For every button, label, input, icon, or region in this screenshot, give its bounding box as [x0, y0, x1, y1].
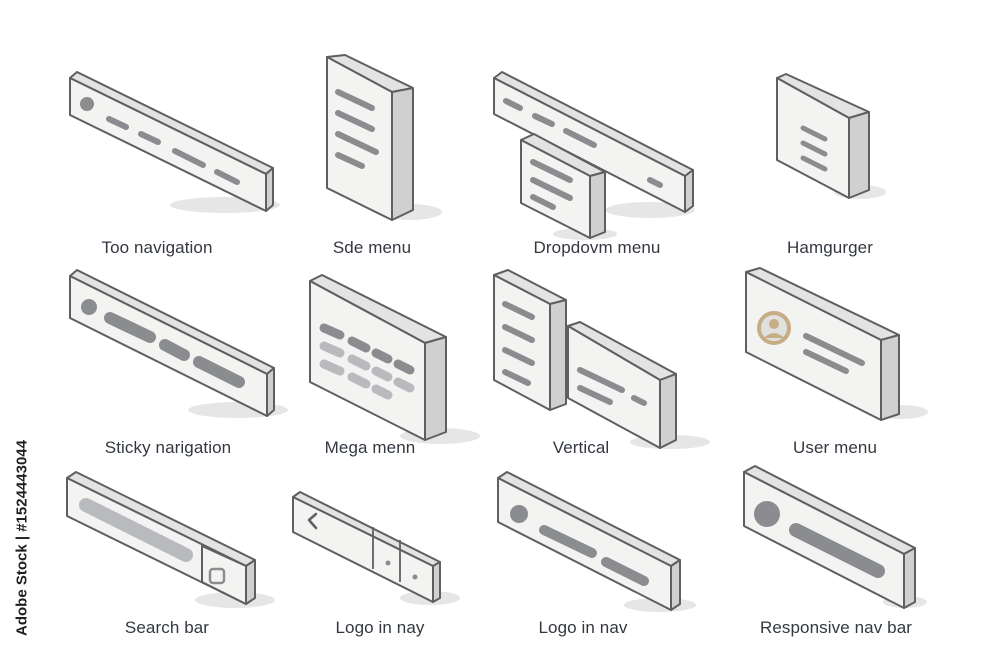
- logo-nav-chevron-icon: [292, 491, 460, 605]
- stock-watermark-text: Adobe Stock | #1524443044: [10, 418, 34, 658]
- search-bar-icon: [66, 471, 275, 608]
- caption-dropdown-menu: Dropdovm menu: [533, 238, 661, 257]
- caption-responsive-nav-bar: Responsive nav bar: [759, 618, 913, 637]
- caption-sticky-navigation: Sticky narigation: [104, 438, 232, 457]
- vertical-menu-icon: [493, 269, 710, 449]
- caption-mega-menu: Mega menn: [324, 438, 416, 457]
- stock-watermark-label: Adobe Stock | #1524443044: [13, 440, 31, 636]
- caption-top-navigation: Too navigation: [101, 238, 213, 257]
- mega-menu-panel-icon: [309, 274, 480, 444]
- hamburger-menu-icon: [776, 73, 886, 199]
- caption-side-menu: Sde menu: [332, 238, 412, 257]
- caption-logo-in-nav-left: Logo in nay: [335, 618, 425, 637]
- dropdown-menu-icon: [493, 71, 695, 240]
- user-menu-card-icon: [745, 267, 928, 421]
- caption-search-bar: Search bar: [124, 618, 210, 637]
- side-menu-panel-icon: [326, 54, 442, 221]
- top-navigation-bar-icon: [69, 71, 280, 213]
- logo-nav-bar-icon: [497, 471, 696, 612]
- caption-hamburger: Hamgurger: [787, 238, 873, 257]
- sticky-navigation-bar-icon: [69, 269, 288, 418]
- responsive-nav-bar-icon: [743, 465, 927, 609]
- caption-user-menu: User menu: [792, 438, 878, 457]
- caption-vertical: Vertical: [552, 438, 610, 457]
- caption-logo-in-nav-right: Logo in nav: [538, 618, 628, 637]
